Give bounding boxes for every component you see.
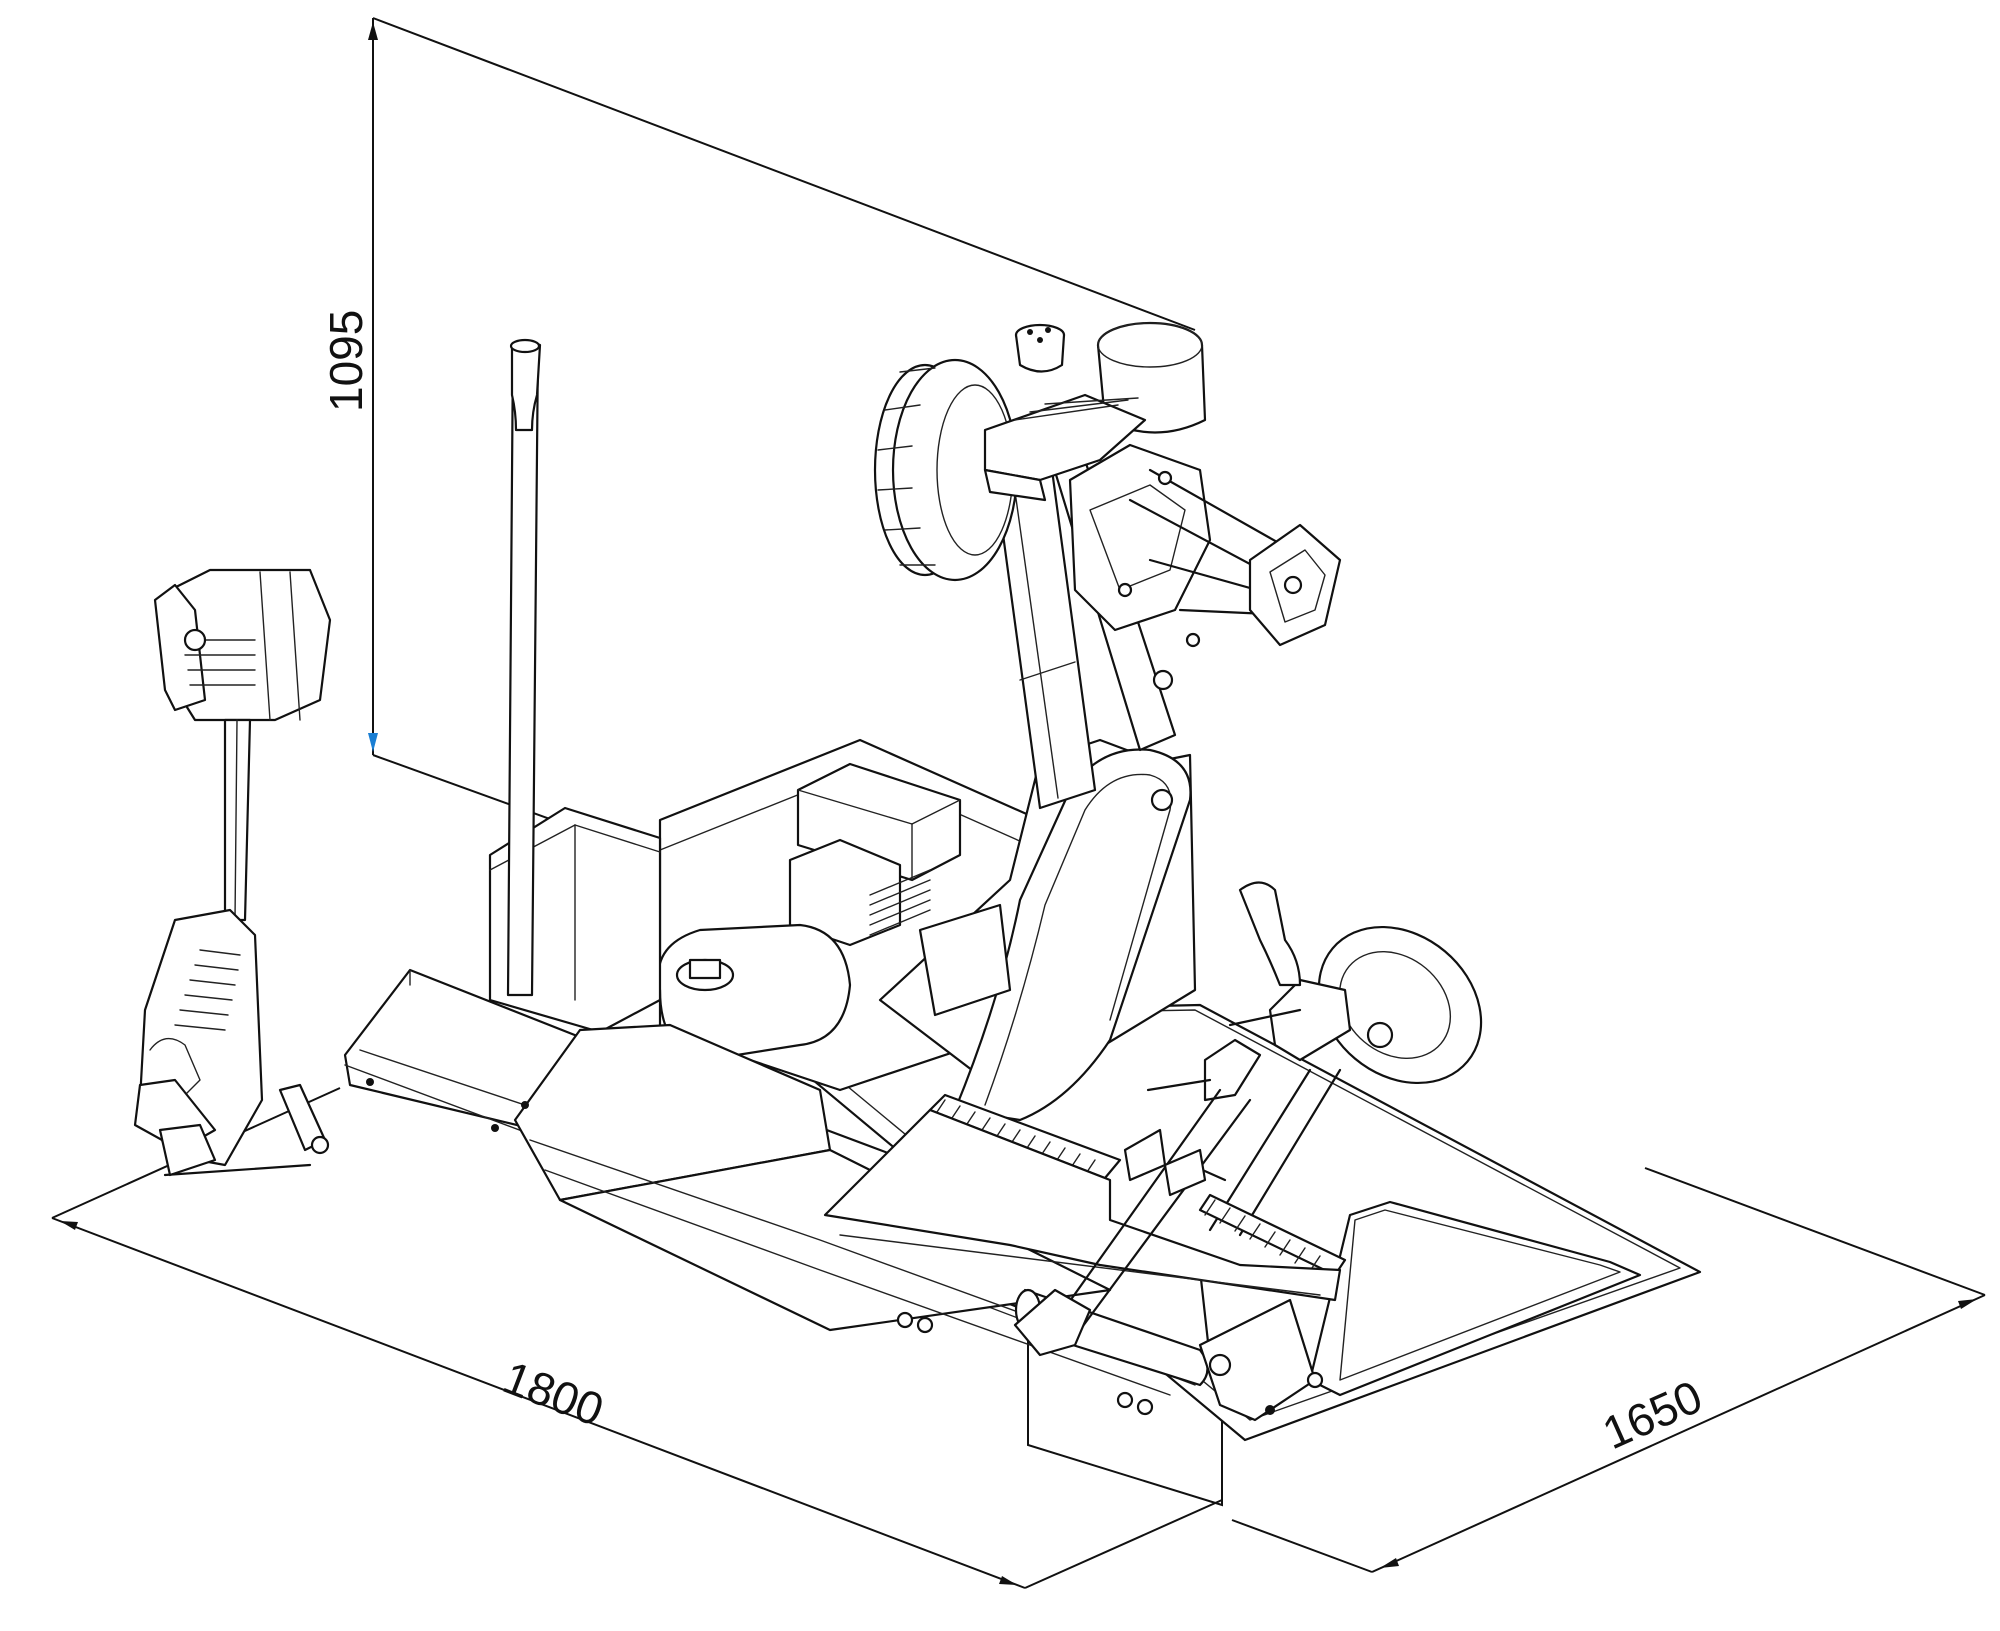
dimension-lines	[51, 17, 1986, 1589]
control-console	[133, 568, 332, 1177]
dimension-length-label: 1800	[496, 1351, 610, 1436]
wheel-clamp-head	[873, 321, 1342, 691]
dimension-height-label: 1095	[320, 310, 372, 412]
slide-rail	[343, 968, 1347, 1422]
bead-breaker-disc	[1146, 881, 1483, 1237]
air-tank	[657, 923, 852, 1062]
control-lever	[506, 338, 542, 997]
